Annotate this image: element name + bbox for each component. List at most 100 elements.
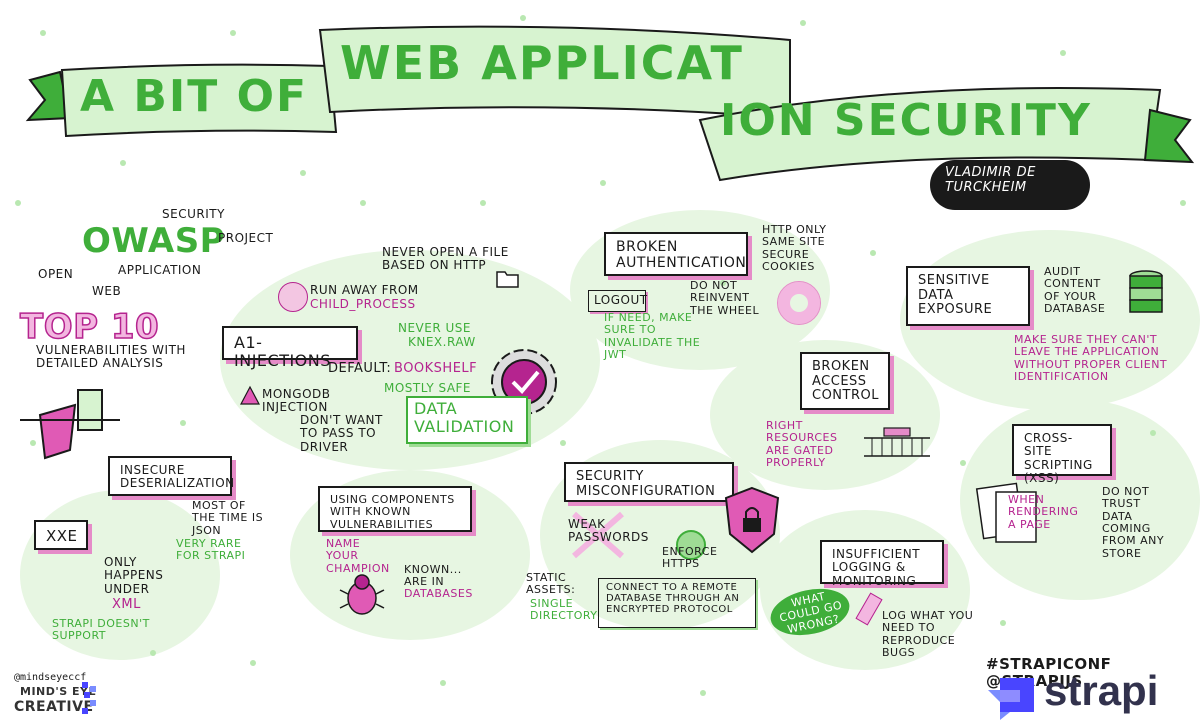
door-icon: [20, 389, 120, 460]
bg-dot: [150, 650, 156, 656]
xxe-sign: XXE: [34, 520, 88, 550]
folder-icon: [496, 271, 519, 288]
access-sign: BROKEN ACCESS CONTROL: [800, 352, 890, 410]
footer-hashtags: #STRAPICONF @STRAPIJS: [986, 655, 1112, 690]
access-title: BROKEN ACCESS CONTROL: [812, 359, 879, 404]
bg-dot: [1060, 50, 1066, 56]
deserialization-title: INSECURE DESERIALIZATION: [120, 463, 235, 491]
bg-dot: [40, 30, 46, 36]
bg-dot: [560, 440, 566, 446]
bg-dot: [300, 170, 306, 176]
logout-text: LOGOUT: [594, 293, 648, 307]
data-validation-text: DATA VALIDATION: [414, 399, 515, 436]
dont-want-text: DON'T WANT TO PASS TO DRIVER: [300, 413, 383, 454]
deserialization-sign: INSECURE DESERIALIZATION: [108, 456, 235, 496]
bg-dot: [250, 660, 256, 666]
auth-cookies-text: HTTP ONLY SAME SITE SECURE COOKIES: [762, 223, 827, 273]
audit-text: AUDIT CONTENT OF YOUR DATABASE: [1044, 265, 1106, 315]
broken-auth-title: BROKEN AUTHENTICATION: [616, 239, 747, 271]
logging-title: INSUFFICIENT LOGGING & MONITORING: [832, 547, 921, 588]
owasp-title: OWASP: [82, 221, 226, 261]
never-open-file: NEVER OPEN A FILE BASED ON HTTP: [382, 245, 509, 273]
logging-sign: INSUFFICIENT LOGGING & MONITORING: [820, 540, 944, 588]
bg-dot: [360, 200, 366, 206]
bg-dot: [180, 420, 186, 426]
banner-text-part3: ION SECURITY: [720, 95, 1092, 146]
logout-box: [588, 290, 646, 312]
misconfig-sign: SECURITY MISCONFIGURATION: [564, 462, 734, 502]
warning-icon: [240, 385, 260, 405]
bg-dot: [600, 180, 606, 186]
top10-desc: VULNERABILITIES WITH DETAILED ANALYSIS: [36, 343, 186, 371]
bg-dot: [120, 160, 126, 166]
sensitive-note: MAKE SURE THEY CAN'T LEAVE THE APPLICATI…: [1014, 333, 1168, 383]
owasp-security: SECURITY: [162, 207, 225, 221]
https-text: ENFORCE HTTPS: [662, 545, 718, 571]
connect-box: [598, 578, 756, 628]
bg-dot: [1000, 620, 1006, 626]
owasp-open: OPEN: [38, 267, 74, 281]
logout-note: IF NEED, MAKE SURE TO INVALIDATE THE JWT: [604, 311, 701, 361]
sensitive-sign: SENSITIVE DATA EXPOSURE: [906, 266, 1030, 326]
weak-passwords-text: WEAK PASSWORDS: [568, 517, 649, 545]
footer-strapi-wordmark: strapi: [1044, 667, 1159, 714]
bg-blob: [20, 490, 220, 660]
minds-eye-logo-icon: [82, 682, 96, 714]
xxe-xml-text: XML: [112, 597, 141, 612]
bg-dot: [1150, 430, 1156, 436]
xss-title: CROSS-SITE SCRIPTING (XSS): [1024, 431, 1093, 486]
speaker-name: VLADIMIR DE TURCKHEIM: [945, 165, 1036, 195]
title-banner: [25, 25, 1195, 182]
databases-text: DATABASES: [404, 587, 473, 600]
static-text: STATIC ASSETS:: [526, 571, 576, 597]
injections-title: A1-INJECTIONS: [234, 333, 331, 370]
components-sign: USING COMPONENTS WITH KNOWN VULNERABILIT…: [318, 486, 472, 532]
default-label: DEFAULT:: [328, 361, 392, 376]
mongodb-text: MONGODB INJECTION: [262, 387, 331, 415]
bug-icon: [339, 574, 385, 615]
top10-title: TOP 10: [19, 307, 160, 347]
log-text: LOG WHAT YOU NEED TO REPRODUCE BUGS: [882, 609, 974, 659]
owasp-web: WEB: [92, 284, 122, 298]
bg-dot: [870, 250, 876, 256]
bg-dot: [30, 440, 36, 446]
bookshelf-text: BOOKSHELF: [394, 361, 478, 376]
document-icon: [975, 482, 1037, 543]
access-note: RIGHT RESOURCES ARE GATED PROPERLY: [766, 419, 838, 469]
champion-text: NAME YOUR CHAMPION: [326, 537, 390, 575]
bg-blob: [760, 510, 970, 670]
rendering-text: WHEN RENDERING A PAGE: [1008, 493, 1079, 531]
components-title: USING COMPONENTS WITH KNOWN VULNERABILIT…: [330, 493, 455, 531]
bg-dot: [960, 460, 966, 466]
warning-face-icon: [278, 282, 308, 312]
bg-dot: [520, 15, 526, 21]
bg-dot: [700, 690, 706, 696]
https-circle: [676, 530, 706, 560]
xss-sign: CROSS-SITE SCRIPTING (XSS): [1012, 424, 1112, 485]
shield-lock-icon: [724, 486, 780, 554]
json-text: MOST OF THE TIME IS JSON: [192, 499, 264, 537]
knex-text: KNEX.RAW: [408, 335, 476, 349]
gate-icon: [864, 427, 930, 457]
donut-icon: [777, 281, 821, 325]
broken-auth-sign: BROKEN AUTHENTICATION: [604, 232, 748, 276]
misconfig-title: SECURITY MISCONFIGURATION: [576, 469, 716, 499]
trust-text: DO NOT TRUST DATA COMING FROM ANY STORE: [1102, 485, 1165, 560]
banner-text-part2: WEB APPLICAT: [340, 36, 744, 90]
connect-text: CONNECT TO A REMOTE DATABASE THROUGH AN …: [606, 582, 740, 616]
bg-dot: [15, 200, 21, 206]
bg-dot: [1180, 200, 1186, 206]
bg-dot: [720, 280, 726, 286]
rare-text: VERY RARE FOR STRAPI: [176, 537, 246, 563]
footer-minds-eye: MIND'S EYE: [20, 685, 97, 698]
bg-dot: [230, 30, 236, 36]
xxe-strapi-text: STRAPI DOESN'T SUPPORT: [52, 617, 150, 643]
xxe-only-text: ONLY HAPPENS UNDER: [104, 555, 164, 596]
reinvent-text: DO NOT REINVENT THE WHEEL: [690, 279, 760, 317]
bg-dot: [440, 680, 446, 686]
child-process-text: CHILD_PROCESS: [310, 297, 416, 311]
strapi-logo-icon: [988, 678, 1034, 720]
data-validation-box: [406, 396, 528, 444]
footer-handle: @mindseyeccf: [14, 672, 87, 683]
run-away-text: RUN AWAY FROM: [310, 283, 419, 297]
